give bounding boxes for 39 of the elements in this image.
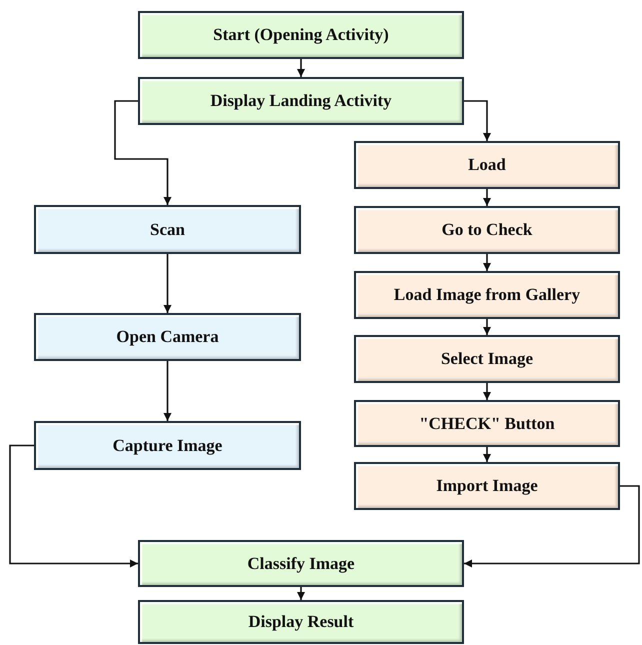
process-box [354, 462, 620, 510]
arrow [9, 444, 138, 568]
box-label: Import Image [436, 476, 538, 496]
process-box [354, 335, 620, 383]
box-label: Load [468, 155, 506, 175]
process-box [34, 313, 301, 361]
arrow [464, 100, 491, 141]
process-box [138, 540, 464, 587]
arrow [483, 254, 491, 271]
box-label: Open Camera [116, 327, 219, 347]
process-box [354, 271, 620, 319]
box-label: Go to Check [442, 220, 532, 240]
process-box [354, 206, 620, 254]
arrow [483, 447, 491, 462]
box-label: Load Image from Gallery [394, 285, 580, 305]
process-box [354, 141, 620, 189]
process-box [34, 205, 301, 254]
arrow [464, 485, 640, 568]
arrow [164, 361, 172, 421]
process-box [138, 11, 464, 59]
box-label: Select Image [440, 349, 534, 369]
box-label: Display Result [248, 612, 354, 632]
box-label: Scan [150, 220, 185, 240]
arrow [483, 383, 491, 400]
process-box [138, 77, 464, 125]
arrow [297, 59, 305, 77]
arrow [483, 319, 491, 335]
process-box [354, 400, 620, 447]
process-box [34, 421, 301, 470]
box-label: "CHECK" Button [419, 414, 555, 434]
arrow [297, 587, 305, 600]
arrow [164, 254, 172, 313]
box-label: Display Landing Activity [210, 91, 392, 111]
arrow [483, 189, 491, 206]
box-label: Capture Image [112, 436, 222, 456]
box-label: Start (Opening Activity) [213, 25, 389, 45]
box-label: Classify Image [247, 554, 355, 574]
process-box [138, 600, 464, 644]
arrow [114, 100, 172, 205]
